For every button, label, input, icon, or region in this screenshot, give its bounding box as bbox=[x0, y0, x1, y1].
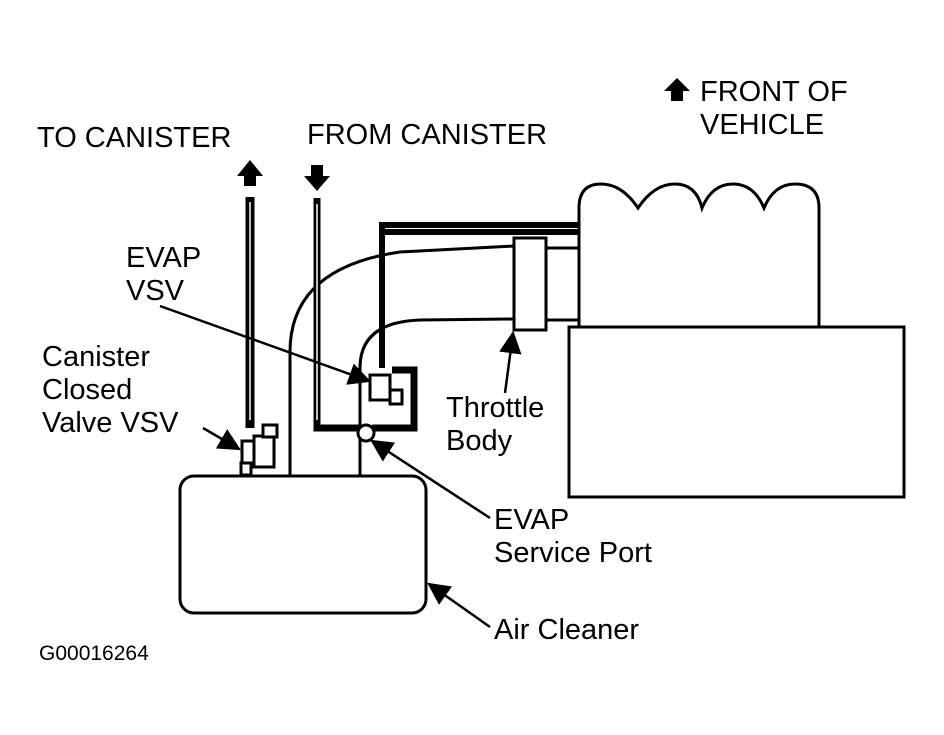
figure-code: G00016264 bbox=[39, 642, 149, 665]
evap-vsv-line-2: VSV bbox=[126, 275, 185, 307]
evap-vsv-line-1: EVAP bbox=[126, 242, 202, 274]
throttle-body-line-2: Body bbox=[446, 425, 513, 457]
vsv-bracket-line bbox=[372, 366, 418, 432]
throttle-body-line-1: Throttle bbox=[446, 392, 545, 424]
front-of-vehicle-line-2: VEHICLE bbox=[700, 109, 825, 141]
evap-service-port-label: EVAP Service Port bbox=[494, 504, 652, 570]
canister-closed-valve-vsv-label: Canister Closed Valve VSV bbox=[42, 341, 178, 440]
leader-evap-vsv bbox=[159, 304, 372, 385]
ccv-line-3: Valve VSV bbox=[42, 407, 179, 439]
front-of-vehicle-arrow bbox=[664, 78, 690, 101]
evap-service-port-line-1: EVAP bbox=[494, 504, 570, 536]
from-canister-label: FROM CANISTER bbox=[307, 119, 548, 151]
to-canister-arrow bbox=[237, 160, 263, 186]
purge-line bbox=[313, 198, 364, 432]
ccv-line-1: Canister bbox=[42, 341, 150, 373]
to-canister-label: TO CANISTER bbox=[37, 122, 232, 154]
leader-canister-closed-valve bbox=[202, 426, 241, 451]
leader-throttle-body bbox=[499, 330, 522, 394]
ccv-line-2: Closed bbox=[42, 374, 133, 406]
air-cleaner-label: Air Cleaner bbox=[494, 614, 640, 646]
air-cleaner bbox=[178, 474, 428, 615]
from-canister-arrow bbox=[304, 165, 330, 191]
evap-vsv-label: EVAP VSV bbox=[126, 242, 201, 308]
engine-block bbox=[567, 325, 906, 499]
throttle-body-label: Throttle Body bbox=[446, 392, 544, 458]
front-of-vehicle-line-1: FRONT OF bbox=[700, 76, 848, 108]
vacuum-line-to-plenum bbox=[379, 222, 579, 368]
front-of-vehicle-label: FRONT OF VEHICLE bbox=[700, 76, 848, 142]
intake-plenum bbox=[577, 182, 821, 327]
throttle-body bbox=[512, 236, 581, 332]
leader-evap-service-port bbox=[370, 439, 491, 520]
evap-service-port bbox=[356, 423, 376, 443]
evap-service-port-line-2: Service Port bbox=[494, 537, 652, 569]
canister-closed-valve-vsv bbox=[239, 423, 279, 477]
leader-air-cleaner bbox=[427, 582, 491, 629]
evap-vsv bbox=[368, 373, 404, 406]
